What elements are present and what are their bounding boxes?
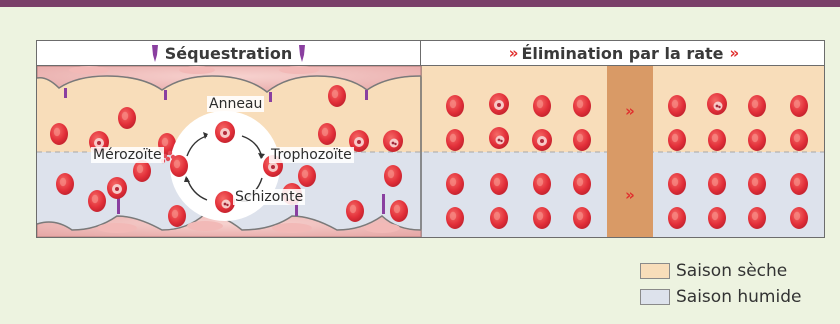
sequestration-header: Séquestration xyxy=(37,41,421,66)
malaria-figure: Séquestration » Élimination par la rate … xyxy=(36,40,825,238)
purple-pin-icon xyxy=(298,45,306,62)
spleen-elimination-header: » Élimination par la rate » xyxy=(421,41,824,66)
legend-item-wet: Saison humide xyxy=(640,284,801,310)
wet-season-band xyxy=(37,152,824,237)
purple-pin-icon xyxy=(151,45,159,62)
sequestration-title: Séquestration xyxy=(165,44,292,63)
double-chevron-icon: » xyxy=(509,44,516,62)
legend-label: Saison humide xyxy=(676,287,801,307)
wet-season-swatch xyxy=(640,289,670,305)
spleen-elimination-title: Élimination par la rate xyxy=(521,44,723,63)
dry-season-swatch xyxy=(640,263,670,279)
trophozoite-stage-label: Trophozoïte xyxy=(269,147,354,163)
schizont-stage-label: Schizonte xyxy=(233,189,305,205)
spleen-column xyxy=(607,66,653,237)
double-chevron-icon: » xyxy=(625,102,635,120)
double-chevron-icon: » xyxy=(730,44,737,62)
ring-stage-label: Anneau xyxy=(207,96,264,112)
double-chevron-icon: » xyxy=(625,186,635,204)
legend: Saison sèche Saison humide xyxy=(640,258,801,310)
header-bar xyxy=(0,0,840,7)
legend-item-dry: Saison sèche xyxy=(640,258,801,284)
legend-label: Saison sèche xyxy=(676,261,787,281)
merozoite-stage-label: Mérozoïte xyxy=(91,147,164,163)
